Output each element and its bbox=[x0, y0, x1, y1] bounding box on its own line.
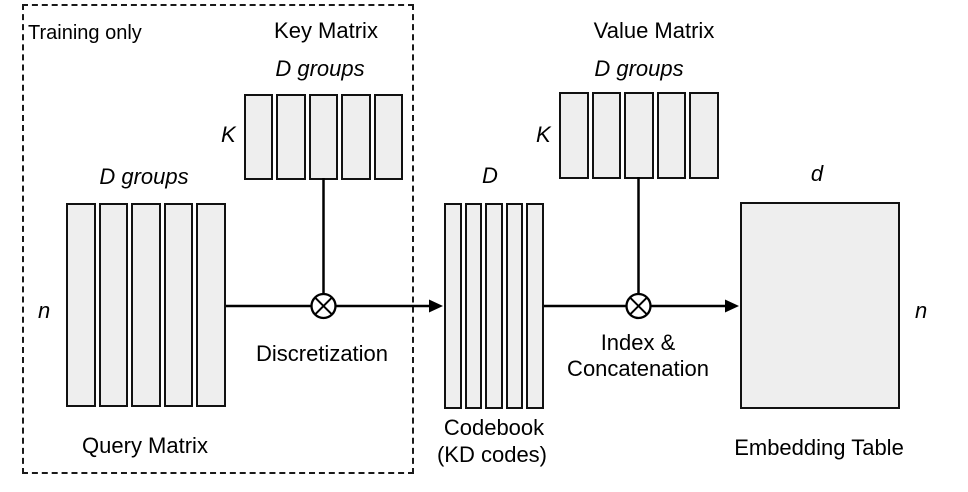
query-matrix-title: Query Matrix bbox=[82, 433, 208, 458]
matrix-column bbox=[526, 203, 544, 409]
matrix-column bbox=[308, 94, 339, 180]
value-matrix bbox=[559, 92, 719, 179]
matrix-column bbox=[689, 92, 719, 179]
training-only-label: Training only bbox=[28, 22, 142, 44]
index-concatenation-line2: Concatenation bbox=[567, 356, 709, 381]
query-matrix bbox=[66, 203, 226, 407]
codebook-title: Codebook bbox=[443, 415, 545, 440]
embedding-table bbox=[740, 202, 900, 409]
key-matrix-left-label: K bbox=[221, 122, 236, 147]
matrix-column bbox=[244, 94, 274, 180]
matrix-column bbox=[464, 203, 483, 409]
matrix-column bbox=[373, 94, 404, 180]
query-matrix-left-label: n bbox=[38, 298, 51, 323]
matrix-column bbox=[196, 203, 226, 407]
codebook-matrix bbox=[444, 203, 544, 409]
matrix-column bbox=[163, 203, 194, 407]
matrix-column bbox=[341, 94, 371, 180]
embedding-table-top-label: d bbox=[810, 161, 824, 186]
matrix-column bbox=[505, 203, 524, 409]
matrix-column bbox=[624, 92, 654, 179]
matrix-column bbox=[591, 92, 622, 179]
index-concatenation-line1: Index & bbox=[600, 330, 676, 355]
matrix-column bbox=[444, 203, 462, 409]
arrow-codebook-to-embedding bbox=[544, 299, 739, 313]
discretization-label: Discretization bbox=[255, 341, 389, 366]
query-matrix-top-label: D groups bbox=[99, 164, 189, 189]
value-matrix-top-label: D groups bbox=[594, 56, 684, 81]
matrix-column bbox=[131, 203, 161, 407]
matrix-column bbox=[485, 203, 503, 409]
value-matrix-title: Value Matrix bbox=[593, 18, 715, 43]
key-matrix-top-label: D groups bbox=[275, 56, 365, 81]
matrix-column bbox=[98, 203, 129, 407]
matrix-column bbox=[559, 92, 589, 179]
value-matrix-left-label: K bbox=[536, 122, 551, 147]
embedding-table-title: Embedding Table bbox=[734, 435, 904, 460]
codebook-top-label: D bbox=[482, 163, 498, 188]
key-matrix-title: Key Matrix bbox=[274, 18, 378, 43]
codebook-subtitle: (KD codes) bbox=[436, 442, 548, 467]
matrix-column bbox=[276, 94, 306, 180]
otimes-icon-index-concatenation bbox=[625, 292, 652, 320]
matrix-column bbox=[66, 203, 96, 407]
training-only-box bbox=[22, 4, 414, 474]
index-concatenation-label: Index & Concatenation bbox=[567, 330, 709, 382]
matrix-column bbox=[656, 92, 687, 179]
embedding-table-right-label: n bbox=[915, 298, 928, 323]
key-matrix bbox=[244, 94, 404, 180]
